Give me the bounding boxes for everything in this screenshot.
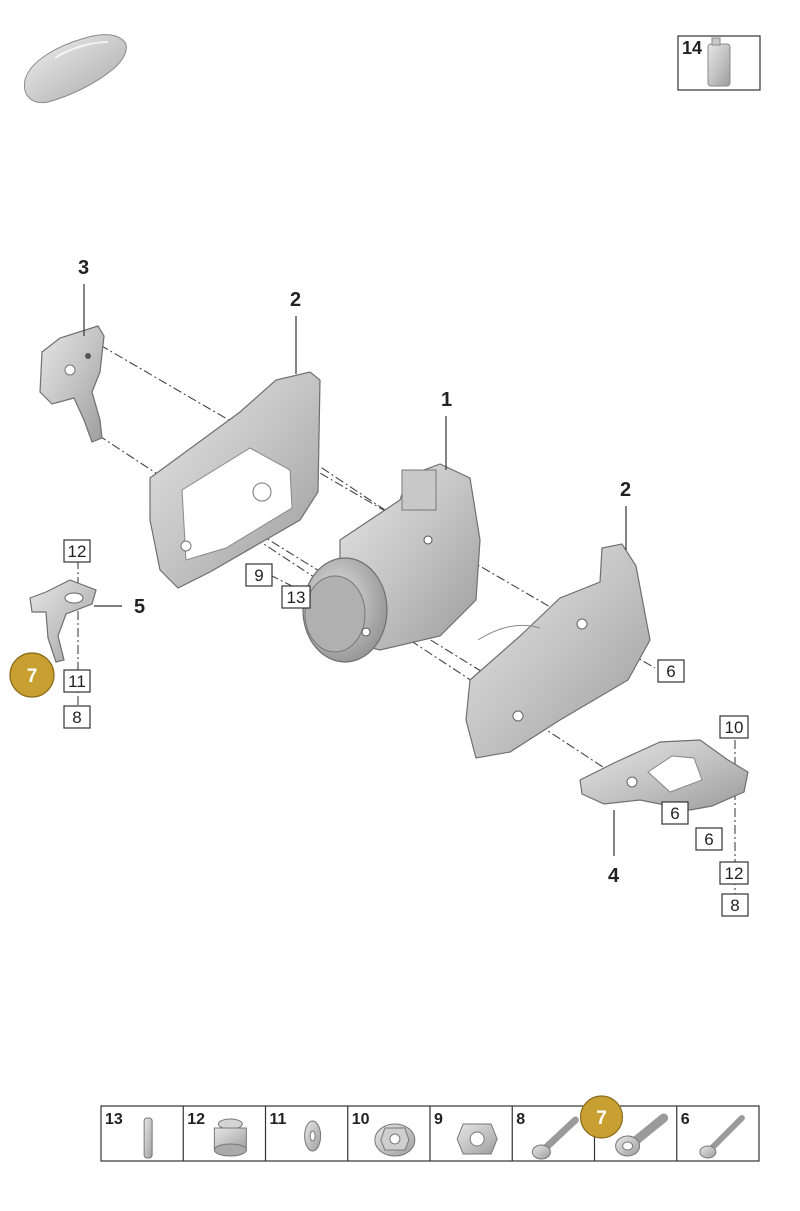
leader-lines [83, 284, 627, 856]
screw-icon [699, 1115, 745, 1159]
badge-7-strip[interactable]: 7 [579, 1095, 624, 1139]
svg-text:12: 12 [725, 864, 744, 883]
car-silhouette-icon [23, 34, 127, 104]
ref-box-13[interactable]: 13 [281, 585, 311, 609]
strip-number: 9 [434, 1111, 443, 1128]
ref-box-6-low-1[interactable]: 6 [661, 801, 689, 825]
ref-box-10-right[interactable]: 10 [719, 715, 749, 739]
strip-number: 11 [270, 1111, 287, 1128]
part-2-frame-left[interactable] [149, 371, 321, 589]
ref-box-8-left[interactable]: 8 [63, 705, 91, 729]
ref-box-6-low-2[interactable]: 6 [695, 827, 723, 851]
svg-text:9: 9 [254, 566, 263, 585]
hex-nut-icon [456, 1123, 498, 1155]
svg-text:13: 13 [287, 588, 306, 607]
strip-cell-12[interactable]: 12 [182, 1106, 247, 1161]
part-2-cover-right[interactable] [465, 543, 651, 759]
strip-cell-10[interactable]: 10 [347, 1106, 416, 1161]
strip-cell-13[interactable]: 13 [105, 1111, 153, 1159]
part-14-box[interactable]: 14 [677, 35, 761, 91]
strip-cell-6[interactable]: 6 [676, 1106, 745, 1161]
part-14-number: 14 [682, 38, 702, 58]
strip-number: 13 [105, 1111, 123, 1128]
flange-nut-icon [374, 1123, 416, 1157]
ref-box-6-right[interactable]: 6 [657, 659, 685, 683]
part-5-small-bracket[interactable] [29, 579, 97, 663]
badge-7-strip-label: 7 [596, 1108, 607, 1129]
svg-text:12: 12 [68, 542, 87, 561]
callout-3: 3 [78, 257, 89, 279]
svg-text:7: 7 [27, 666, 38, 687]
pin-icon [143, 1117, 153, 1159]
badge-7-left[interactable]: 7 [9, 652, 55, 698]
strip-number: 12 [187, 1111, 205, 1128]
strip-cell-8[interactable]: 8 [511, 1106, 579, 1161]
part-4-lower-bracket[interactable] [579, 739, 749, 811]
strip-cell-9[interactable]: 9 [429, 1106, 498, 1161]
ref-box-11-left[interactable]: 11 [63, 669, 91, 693]
parts-strip: 13 12 11 10 9 8 6 7 [100, 1095, 760, 1162]
svg-text:10: 10 [725, 718, 744, 737]
svg-text:6: 6 [704, 830, 713, 849]
strip-number: 6 [681, 1111, 690, 1128]
ref-box-12-right[interactable]: 12 [719, 861, 749, 885]
callout-4: 4 [608, 865, 620, 887]
oil-bottle-icon [707, 37, 731, 87]
callout-2-right: 2 [620, 479, 631, 501]
callout-2-left: 2 [290, 289, 301, 311]
ref-box-9[interactable]: 9 [245, 563, 273, 587]
ref-box-12-left[interactable]: 12 [63, 539, 91, 563]
svg-text:8: 8 [730, 896, 739, 915]
svg-text:8: 8 [72, 708, 81, 727]
bolt-icon [531, 1116, 579, 1160]
callout-1: 1 [441, 389, 452, 411]
svg-text:6: 6 [670, 804, 679, 823]
callout-numbers: 3 2 1 2 4 5 [78, 257, 631, 887]
strip-number: 10 [352, 1111, 370, 1128]
strip-number: 8 [516, 1111, 525, 1128]
callout-5: 5 [134, 596, 145, 618]
svg-text:11: 11 [68, 672, 86, 691]
washer-icon [304, 1120, 322, 1152]
strip-cell-11[interactable]: 11 [264, 1106, 322, 1161]
boxed-references: 12 11 8 9 13 6 10 6 [63, 539, 749, 917]
part-1-compressor[interactable] [302, 463, 481, 663]
ref-box-8-right[interactable]: 8 [721, 893, 749, 917]
plug-icon [213, 1118, 247, 1157]
part-3-bracket[interactable] [39, 325, 105, 443]
bolt-washer-icon [615, 1113, 669, 1157]
svg-text:6: 6 [666, 662, 675, 681]
